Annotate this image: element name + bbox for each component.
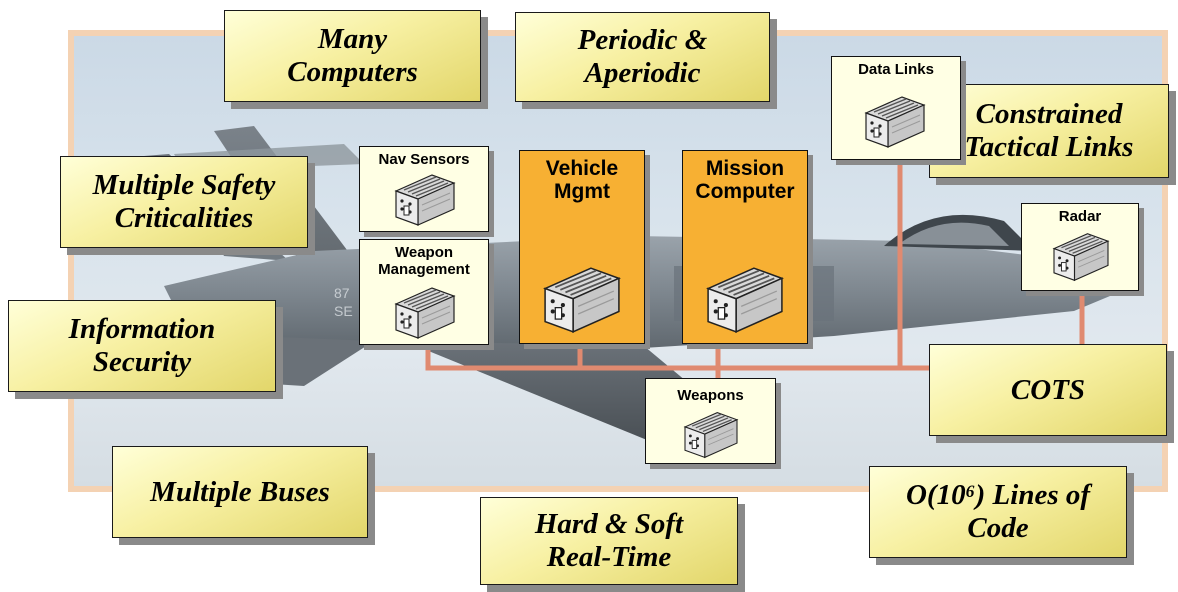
avionics-box-icon [544, 267, 620, 333]
callout-cots: COTS [929, 344, 1167, 436]
callout-constrained-tactical-links-label: Constrained Tactical Links [964, 98, 1134, 163]
callout-multiple-buses: Multiple Buses [112, 446, 368, 538]
module-vehicle-mgmt-label: Vehicle Mgmt [545, 157, 619, 203]
avionics-box-icon [395, 174, 455, 226]
module-radar-label: Radar [1058, 208, 1102, 225]
module-weapons: Weapons [645, 378, 776, 464]
callout-multiple-safety-label: Multiple Safety Criticalities [92, 169, 276, 234]
avionics-box-icon [1053, 233, 1109, 281]
svg-text:SE: SE [334, 303, 353, 319]
callout-periodic-aperiodic: Periodic & Aperiodic [515, 12, 770, 102]
module-nav-sensors-label: Nav Sensors [378, 151, 470, 168]
module-weapon-management: Weapon Management [359, 239, 489, 345]
module-nav-sensors: Nav Sensors [359, 146, 489, 232]
callout-multiple-safety: Multiple Safety Criticalities [60, 156, 308, 248]
callout-cots-label: COTS [1010, 373, 1086, 406]
callout-lines-of-code: O(10⁶) Lines of Code [869, 466, 1127, 558]
callout-constrained-tactical-links: Constrained Tactical Links [929, 84, 1169, 178]
module-weapon-management-label: Weapon Management [378, 244, 470, 278]
module-data-links-label: Data Links [858, 61, 934, 78]
module-mission-computer: Mission Computer [682, 150, 808, 344]
callout-hard-soft-realtime-label: Hard & Soft Real-Time [534, 508, 684, 573]
svg-text:87: 87 [334, 285, 350, 301]
module-radar: Radar [1021, 203, 1139, 291]
callout-many-computers: Many Computers [224, 10, 481, 102]
module-vehicle-mgmt: Vehicle Mgmt [519, 150, 645, 344]
callout-lines-of-code-label: O(10⁶) Lines of Code [905, 479, 1091, 544]
avionics-box-icon [707, 267, 783, 333]
callout-hard-soft-realtime: Hard & Soft Real-Time [480, 497, 738, 585]
avionics-box-icon [395, 287, 455, 339]
module-mission-computer-label: Mission Computer [695, 157, 795, 203]
callout-multiple-buses-label: Multiple Buses [150, 475, 330, 508]
avionics-box-icon [684, 411, 738, 459]
avionics-box-icon [865, 96, 925, 148]
callout-many-computers-label: Many Computers [287, 23, 418, 88]
module-data-links: Data Links [831, 56, 961, 160]
callout-information-security-label: Information Security [68, 313, 216, 378]
callout-information-security: Information Security [8, 300, 276, 392]
callout-periodic-aperiodic-label: Periodic & Aperiodic [577, 24, 708, 89]
module-weapons-label: Weapons [677, 387, 744, 404]
